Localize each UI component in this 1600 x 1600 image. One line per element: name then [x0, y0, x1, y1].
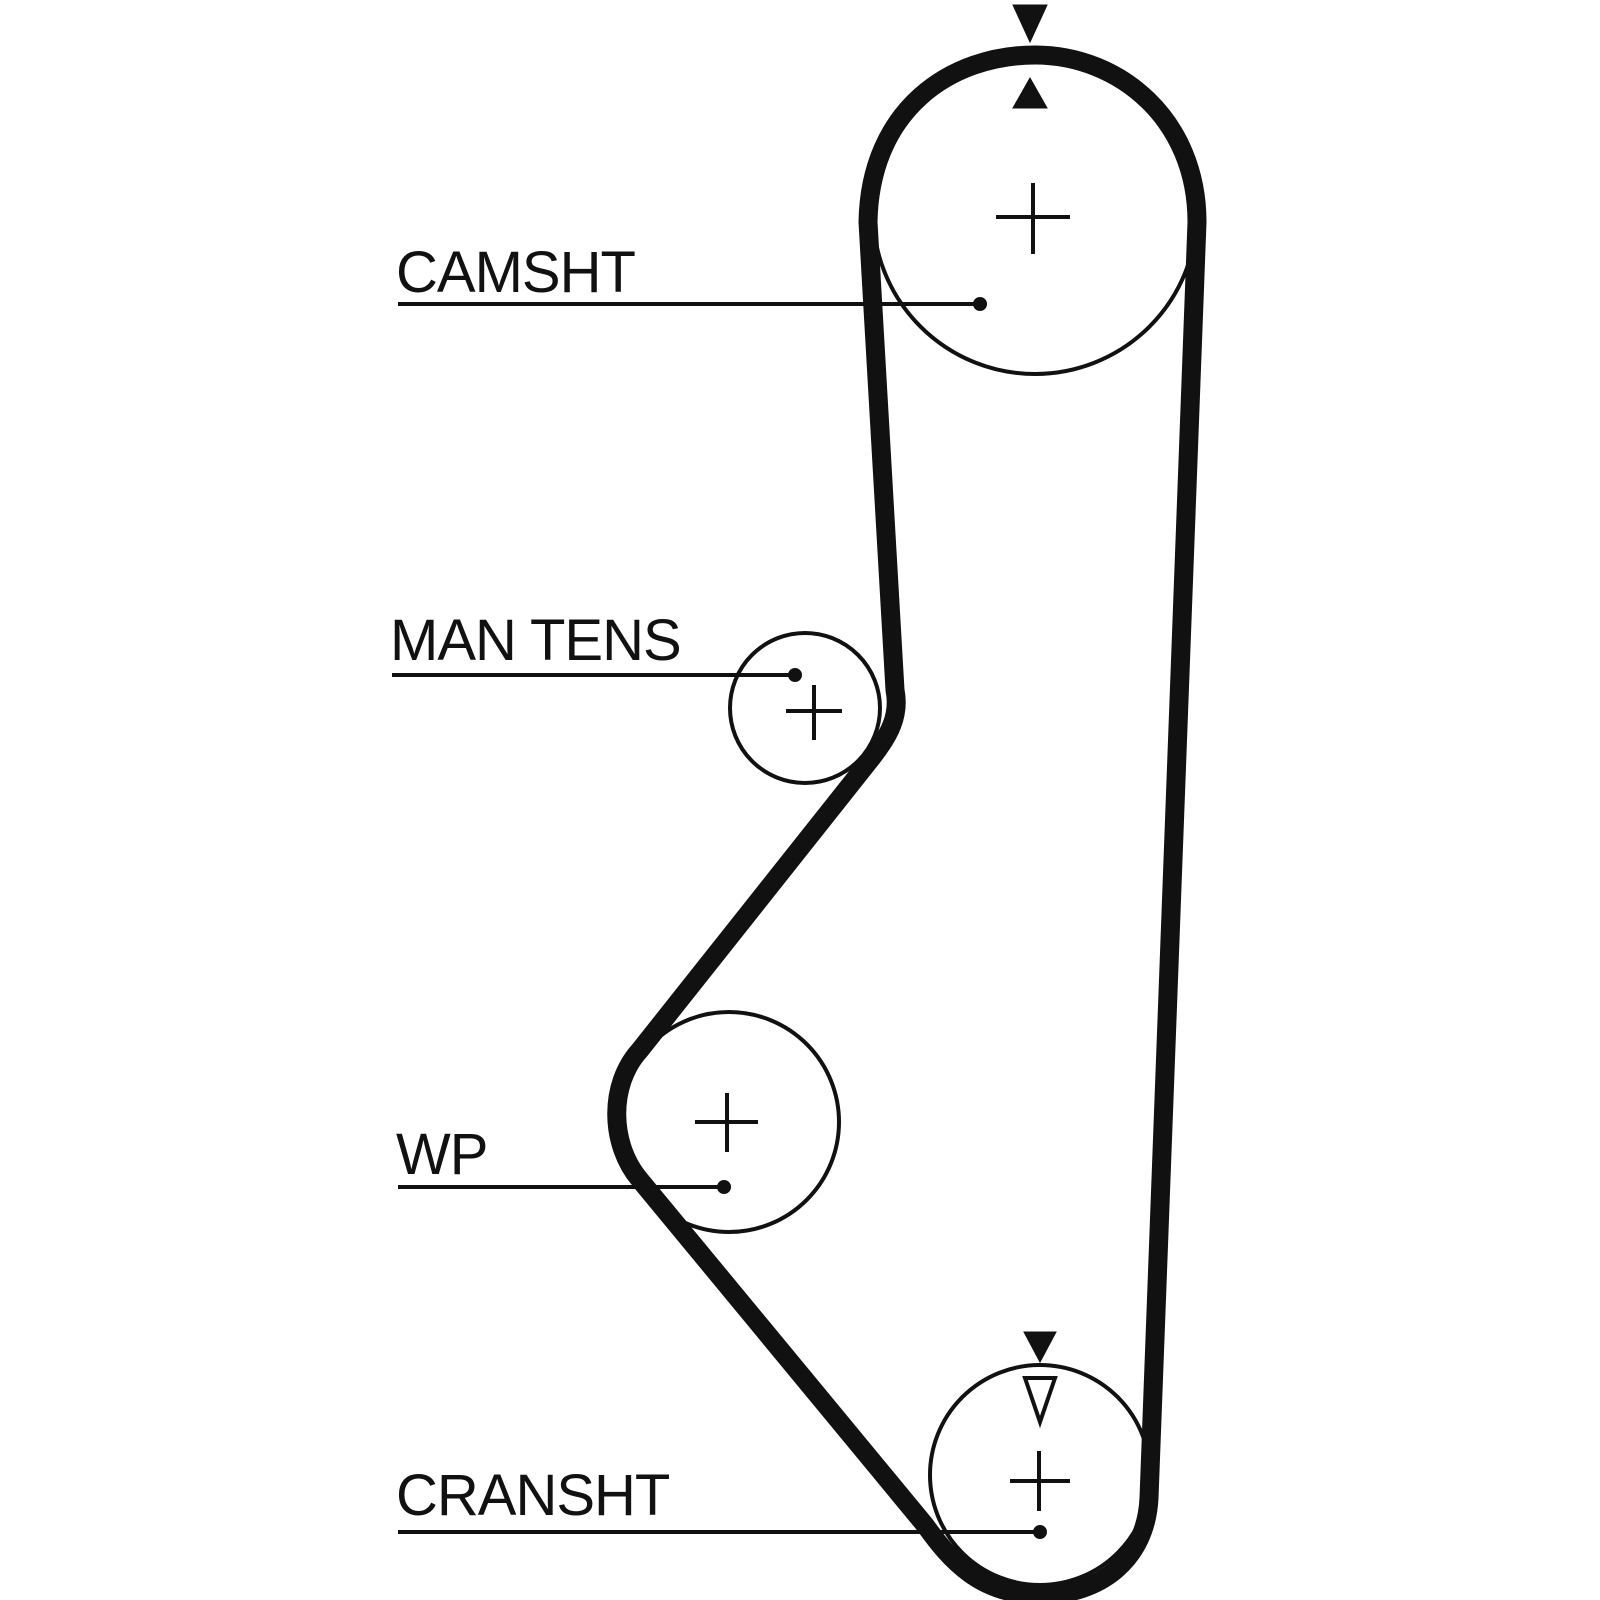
crankshaft-inner-open-triangle-icon: [1022, 1376, 1058, 1429]
crankshaft-leader: [398, 1525, 1047, 1539]
pulley-centers: [695, 183, 1070, 1511]
tensioner-center-plus-icon: [786, 685, 842, 740]
tensioner-leader: [392, 668, 802, 682]
water-pump-label: WP: [396, 1122, 487, 1187]
camshaft-center-plus-icon: [996, 183, 1070, 254]
crankshaft-top-triangle-icon: [1023, 1331, 1057, 1364]
camshaft-inner-triangle-icon: [1012, 76, 1048, 109]
camshaft-label: CAMSHT: [396, 240, 635, 305]
tensioner-pulley: [728, 631, 882, 785]
leader-lines: [392, 297, 1047, 1539]
pulleys: [617, 48, 1199, 1587]
crankshaft-center-plus-icon: [1010, 1451, 1070, 1511]
camshaft-top-triangle-icon: [1012, 4, 1048, 44]
crankshaft-label: CRANSHT: [396, 1463, 670, 1528]
water-pump-leader: [398, 1180, 731, 1194]
camshaft-leader: [398, 297, 987, 311]
tensioner-label: MAN TENS: [390, 608, 681, 673]
timing-marks: [1012, 4, 1058, 1429]
water-pump-center-plus-icon: [695, 1093, 758, 1152]
timing-belt: [607, 45, 1207, 1600]
